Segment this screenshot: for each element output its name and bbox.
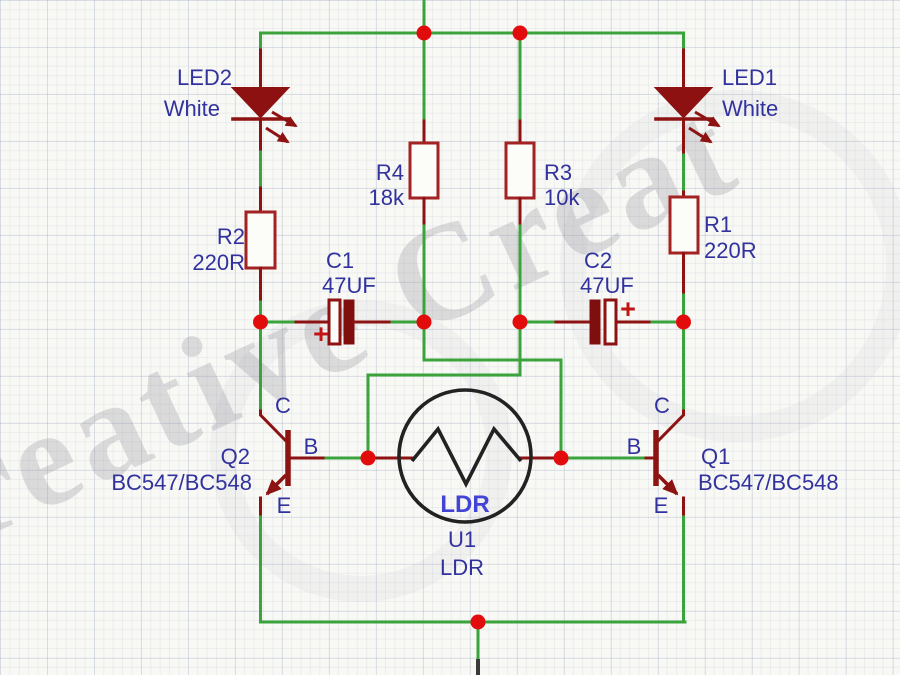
junction-dot [512,314,528,330]
r4-component: R4 18k [369,31,440,324]
bottom-rail-wires [259,620,687,675]
led2-component: LED2 White [164,48,298,154]
q1-collector-pin [655,409,685,444]
led2-diode-icon [230,87,291,119]
q1-pin-c-label: C [654,393,670,418]
led1-component: LED1 White [653,48,778,157]
r3-body [504,141,536,200]
u1-ldr-component: LDR U1 LDR [366,388,563,580]
junction-dot [416,25,432,41]
junction-dot [253,314,268,330]
cross-coupling-wires [366,320,563,460]
junction-dot [470,614,486,630]
r3-value-label: 10k [544,185,580,210]
r3-component: R3 10k [504,31,580,324]
r2-ref-label: R2 [217,224,245,249]
junction-dot [512,25,528,41]
junction-dots [253,25,691,630]
junction-dot [553,450,569,466]
r3-ref-label: R3 [544,160,572,185]
r4-ref-label: R4 [376,160,404,185]
r2-value-label: 220R [192,250,245,275]
ldr-zigzag-icon [410,425,523,488]
c1-polarity-mark: + [313,319,329,349]
q1-ref-label: Q1 [701,444,730,469]
c2-component: + C2 47UF [518,248,685,346]
c1-ref-label: C1 [326,248,354,273]
top-rail-wires [259,0,685,52]
light-emission-arrow-icon [271,110,298,128]
r2-component: R2 220R [192,150,277,324]
light-emission-arrow-icon [688,126,713,144]
q1-emitter-arrow-icon [656,473,679,496]
q2-ref-label: Q2 [221,444,250,469]
junction-dot [676,314,691,330]
led1-value-label: White [722,96,778,121]
r2-body [244,210,277,270]
led2-ref-label: LED2 [177,65,232,90]
u1-value-label: LDR [440,555,484,580]
u1-ref-label: U1 [448,527,476,552]
light-emission-arrow-icon [265,126,290,144]
q2-collector-pin [259,409,289,444]
q2-pin-b-label: B [304,434,319,459]
q1-pin-b-label: B [627,434,642,459]
q2-value-label: BC547/BC548 [111,470,252,495]
q1-component: C B E Q1 BC547/BC548 [559,320,839,624]
c1-value-label: 47UF [322,273,376,298]
r4-body [408,141,440,200]
junction-dot [360,450,376,466]
c2-to-q2-base-wire [366,320,522,460]
led2-value-label: White [164,96,220,121]
c2-positive-plate [603,298,618,346]
c1-component: + C1 47UF [259,248,426,349]
q2-pin-c-label: C [275,393,291,418]
ldr-symbol-label: LDR [440,491,489,518]
ldr-body-circle [397,388,533,524]
junction-dot [416,314,432,330]
r1-component: R1 220R [668,153,757,324]
c2-negative-plate [589,299,601,345]
r1-body [668,195,700,255]
q2-emitter-arrow-icon [265,473,288,496]
q2-pin-e-label: E [277,493,292,518]
q2-component: C B E Q2 BC547/BC548 [111,320,370,624]
light-emission-arrow-icon [694,110,721,128]
c2-ref-label: C2 [584,248,612,273]
c1-to-q1-base-wire [422,320,563,460]
r1-ref-label: R1 [704,212,732,237]
r4-value-label: 18k [369,185,405,210]
c2-polarity-mark: + [620,294,636,324]
c2-value-label: 47UF [580,273,634,298]
q1-pin-e-label: E [654,493,669,518]
q1-value-label: BC547/BC548 [698,470,839,495]
led1-diode-icon [653,87,714,119]
led1-ref-label: LED1 [722,65,777,90]
r1-value-label: 220R [704,238,757,263]
c1-positive-plate [327,298,342,346]
